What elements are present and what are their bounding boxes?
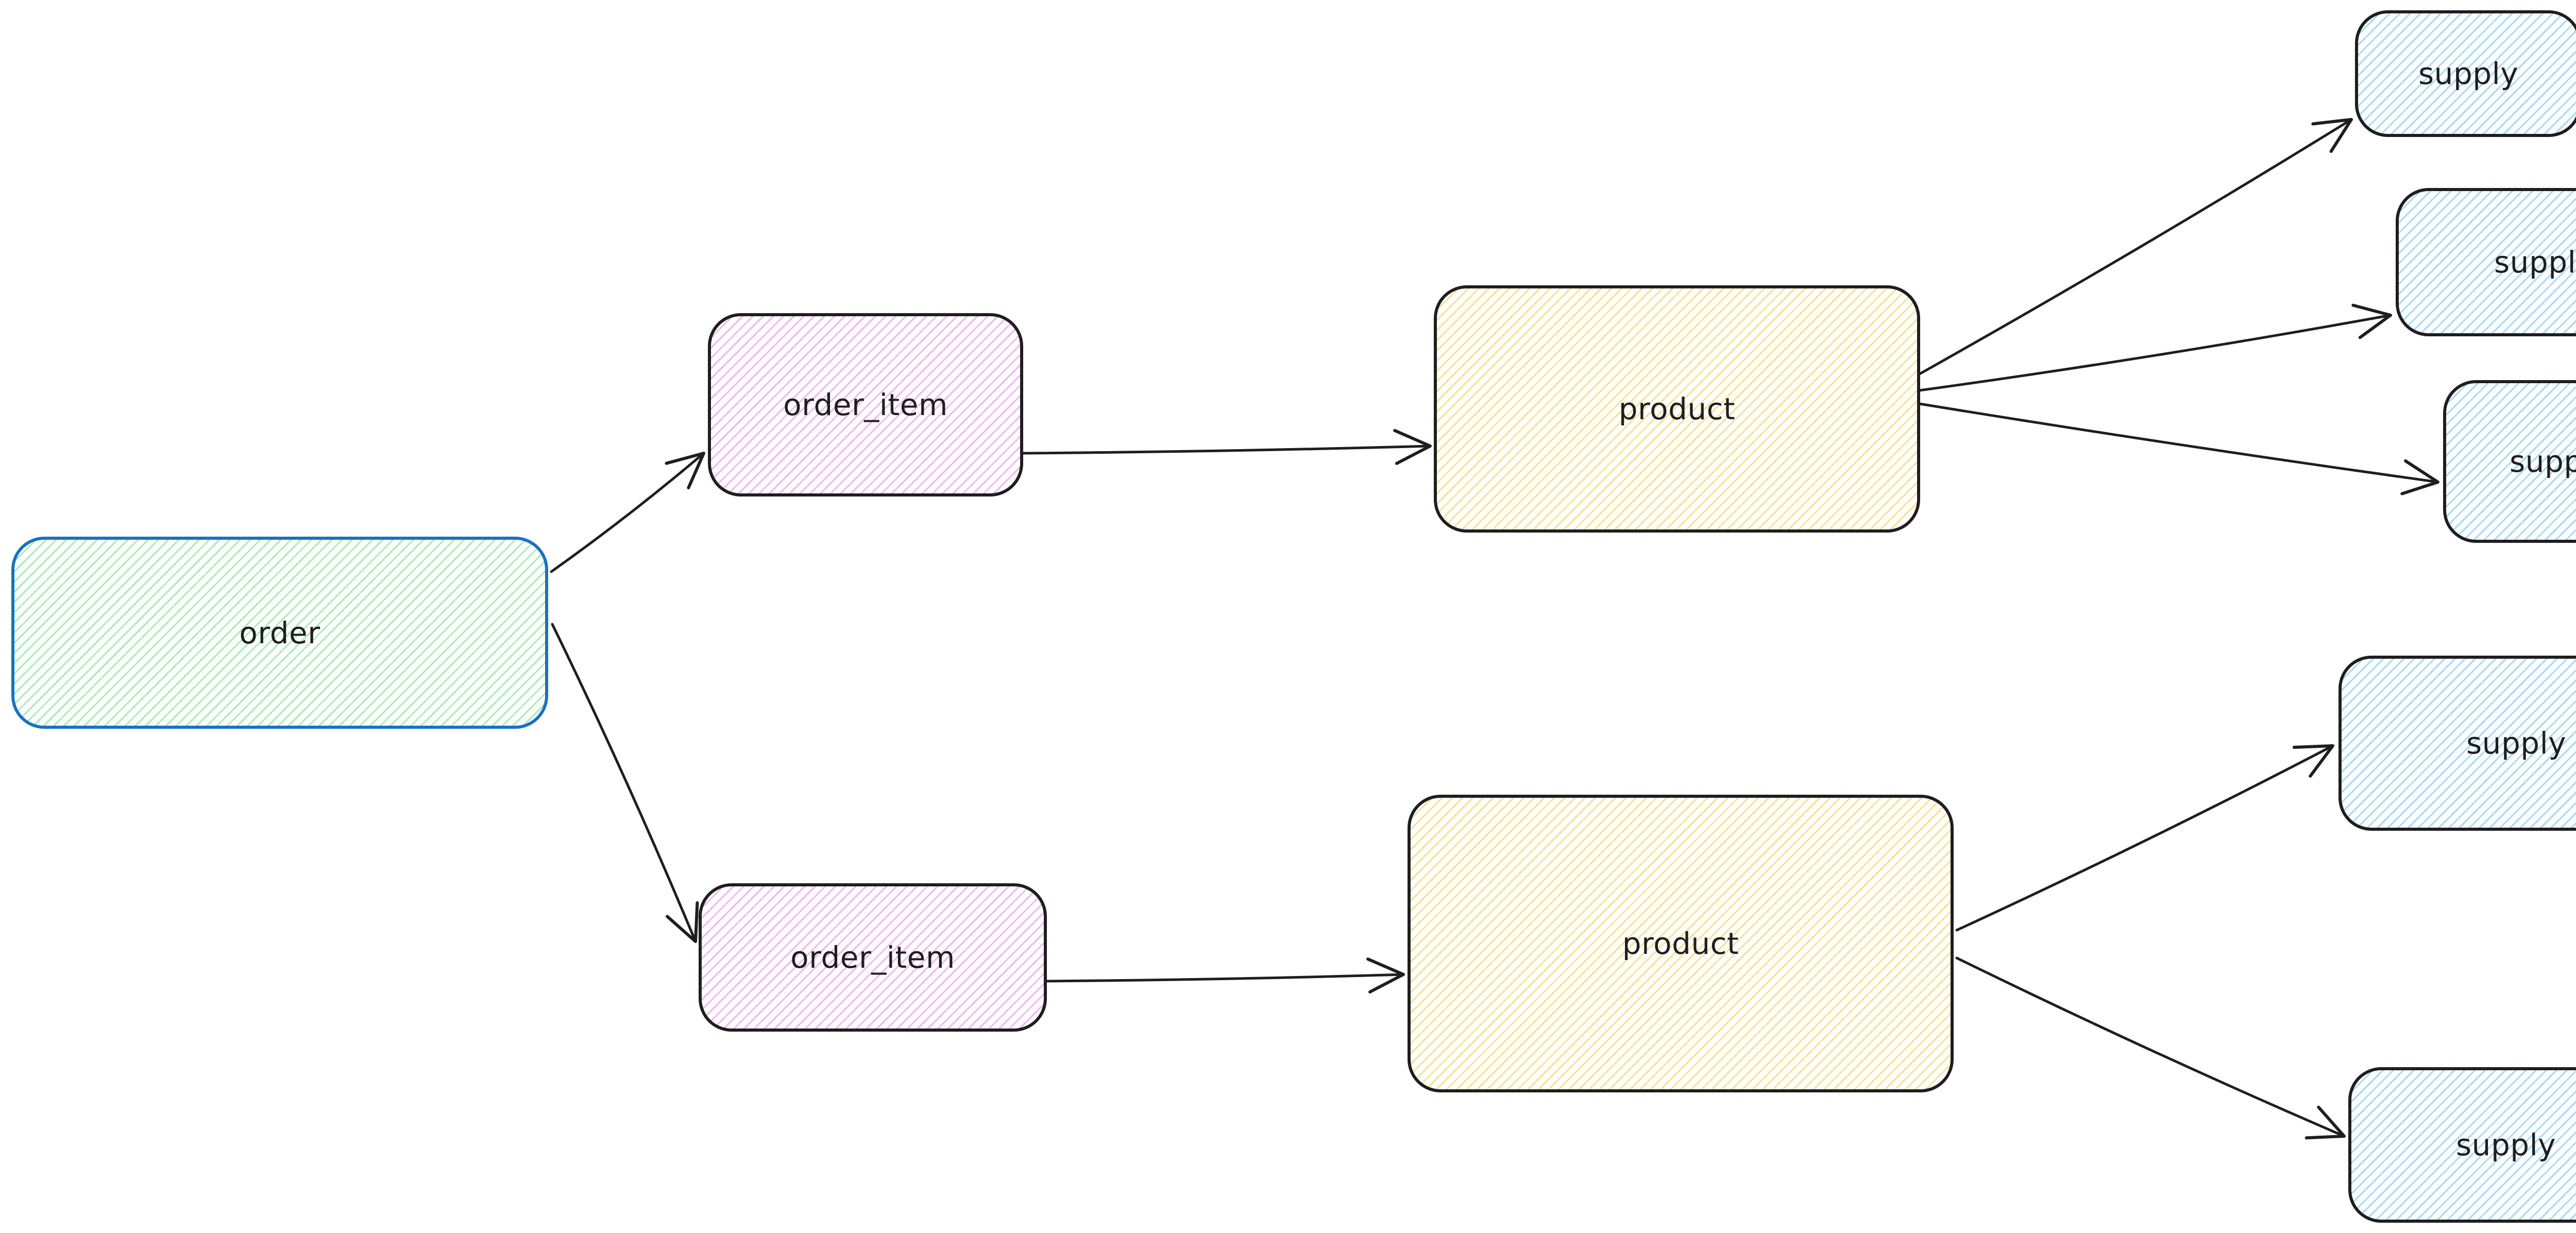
node-product-1[interactable]: product <box>1434 285 1920 533</box>
entity-label: product <box>1622 926 1739 961</box>
entity-label: supply <box>2418 56 2519 91</box>
entity-label: order <box>239 615 320 650</box>
arrow-order-to-order-item-1[interactable] <box>550 452 705 573</box>
node-order-item-1[interactable]: order_item <box>708 313 1023 496</box>
node-supply-4[interactable]: supply <box>2338 656 2576 831</box>
arrow-order-item-1-to-product-1[interactable] <box>1020 429 1432 465</box>
node-order[interactable]: order <box>11 537 548 729</box>
arrow-order-to-order-item-2[interactable] <box>551 623 699 943</box>
entity-label: supply <box>2509 444 2576 479</box>
node-product-2[interactable]: product <box>1408 795 1954 1092</box>
node-supply-5[interactable]: supply <box>2348 1067 2576 1223</box>
node-supply-2[interactable]: supply <box>2396 188 2576 336</box>
arrow-product-1-to-supply-2[interactable] <box>1918 303 2392 392</box>
arrow-product-1-to-supply-3[interactable] <box>1918 402 2439 495</box>
arrow-product-1-to-supply-1[interactable] <box>1918 118 2353 375</box>
arrow-product-2-to-supply-5[interactable] <box>1955 956 2346 1140</box>
entity-label: product <box>1618 391 1736 426</box>
entity-label: supply <box>2494 245 2576 280</box>
arrow-product-2-to-supply-4[interactable] <box>1955 744 2334 932</box>
node-supply-1[interactable]: supply <box>2355 10 2576 137</box>
entity-label: order_item <box>783 387 948 422</box>
entity-label: order_item <box>790 940 955 975</box>
entity-label: supply <box>2455 1127 2556 1162</box>
node-order-item-2[interactable]: order_item <box>699 883 1047 1032</box>
arrow-order-item-2-to-product-2[interactable] <box>1043 957 1405 994</box>
node-supply-3[interactable]: supply <box>2443 380 2576 543</box>
entity-label: supply <box>2466 726 2567 761</box>
